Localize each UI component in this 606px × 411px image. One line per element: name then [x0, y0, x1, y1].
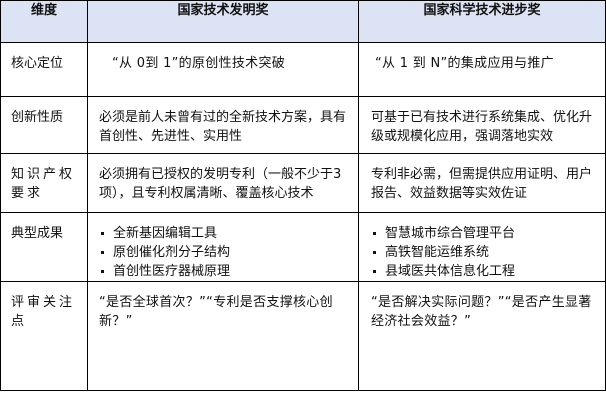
progress-cell: 智慧城市综合管理平台 高铁智能运维系统 县域医共体信息化工程: [358, 212, 606, 282]
progress-cell: “从 1 到 N”的集成应用与推广: [358, 42, 606, 97]
invention-text: “是否全球首次？”“专利是否支撑核心创新？”: [99, 295, 333, 329]
table-row: 评审关注点 “是否全球首次？”“专利是否支撑核心创新？” “是否解决实际问题？”…: [0, 281, 606, 391]
list-item: 原创催化剂分子结构: [99, 243, 352, 262]
invention-cell: 全新基因编辑工具 原创催化剂分子结构 首创性医疗器械原理: [87, 212, 359, 282]
progress-text: “是否解决实际问题？”“是否产生显著经济社会效益？”: [371, 295, 592, 329]
table-row: 核心定位 “从 0到 1”的原创性技术突破 “从 1 到 N”的集成应用与推广: [0, 42, 606, 97]
list-item: 高铁智能运维系统: [371, 243, 599, 262]
row-dimension-cell: 创新性质: [0, 96, 88, 154]
invention-text: “从 0到 1”的原创性技术突破: [112, 56, 286, 71]
invention-cell: 必须拥有已授权的发明专利（一般不少于3项），且专利权属清晰、覆盖核心技术: [87, 153, 359, 213]
invention-cell: “是否全球首次？”“专利是否支撑核心创新？”: [87, 281, 359, 391]
progress-text: 专利非必需，但需提供应用证明、用户报告、效益数据等实效佐证: [371, 167, 593, 201]
table-row: 典型成果 全新基因编辑工具 原创催化剂分子结构 首创性医疗器械原理 智慧城市综合…: [0, 212, 606, 282]
invention-text: 必须拥有已授权的发明专利（一般不少于3项），且专利权属清晰、覆盖核心技术: [99, 167, 342, 201]
comparison-table: 维度 国家技术发明奖 国家科学技术进步奖 核心定位 “从 0到 1”的原创性技术…: [0, 0, 606, 391]
table-row: 创新性质 必须是前人未曾有过的全新技术方案，具有首创性、先进性、实用性 可基于已…: [0, 96, 606, 154]
dimension-label: 创新性质: [11, 110, 64, 125]
header-progress-award: 国家科学技术进步奖: [358, 0, 606, 43]
table-row: 知识产权要求 必须拥有已授权的发明专利（一般不少于3项），且专利权属清晰、覆盖核…: [0, 153, 606, 213]
invention-text: 必须是前人未曾有过的全新技术方案，具有首创性、先进性、实用性: [99, 110, 347, 144]
progress-outcome-list: 智慧城市综合管理平台 高铁智能运维系统 县域医共体信息化工程: [371, 224, 599, 281]
row-dimension-cell: 知识产权要求: [0, 153, 88, 213]
progress-cell: 专利非必需，但需提供应用证明、用户报告、效益数据等实效佐证: [358, 153, 606, 213]
progress-cell: “是否解决实际问题？”“是否产生显著经济社会效益？”: [358, 281, 606, 391]
dimension-label: 典型成果: [11, 226, 64, 241]
row-dimension-cell: 核心定位: [0, 42, 88, 97]
dimension-label: 评审关注点: [11, 295, 76, 329]
dimension-label: 知识产权要求: [11, 167, 76, 201]
list-item: 全新基因编辑工具: [99, 224, 352, 243]
invention-cell: 必须是前人未曾有过的全新技术方案，具有首创性、先进性、实用性: [87, 96, 359, 154]
dimension-label: 核心定位: [11, 56, 64, 71]
list-item: 首创性医疗器械原理: [99, 262, 352, 281]
list-item: 智慧城市综合管理平台: [371, 224, 599, 243]
invention-outcome-list: 全新基因编辑工具 原创催化剂分子结构 首创性医疗器械原理: [99, 224, 352, 281]
header-invention-award: 国家技术发明奖: [87, 0, 359, 43]
invention-cell: “从 0到 1”的原创性技术突破: [87, 42, 359, 97]
header-row: 维度 国家技术发明奖 国家科学技术进步奖: [0, 0, 606, 43]
progress-text: 可基于已有技术进行系统集成、优化升级或规模化应用，强调落地实效: [371, 110, 593, 144]
header-dimension: 维度: [0, 0, 88, 43]
progress-text: “从 1 到 N”的集成应用与推广: [375, 56, 554, 71]
row-dimension-cell: 典型成果: [0, 212, 88, 282]
list-item: 县域医共体信息化工程: [371, 262, 599, 281]
row-dimension-cell: 评审关注点: [0, 281, 88, 391]
progress-cell: 可基于已有技术进行系统集成、优化升级或规模化应用，强调落地实效: [358, 96, 606, 154]
